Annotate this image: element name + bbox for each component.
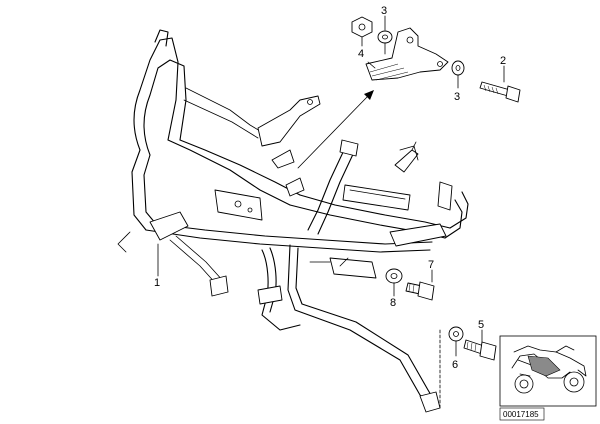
reference-number: 00017185 (503, 410, 539, 419)
callout-2: 2 (500, 55, 506, 67)
motorcycle-icon (511, 345, 587, 394)
callout-1: 1 (154, 277, 160, 289)
middle-parts-group (385, 268, 435, 301)
callout-5: 5 (478, 319, 484, 331)
motorcycle-thumbnail (499, 335, 597, 407)
callout-3-top: 3 (381, 5, 387, 17)
callout-3-right: 3 (454, 91, 460, 103)
main-frame (117, 29, 469, 413)
upper-parts-group (351, 16, 521, 103)
callout-7: 7 (428, 259, 434, 271)
lower-parts-group (439, 326, 497, 411)
reference-number-box: 00017185 (499, 407, 545, 421)
callout-4: 4 (358, 48, 364, 60)
callout-6: 6 (452, 359, 458, 371)
leader-arrow (297, 90, 374, 169)
callout-8: 8 (390, 297, 396, 309)
